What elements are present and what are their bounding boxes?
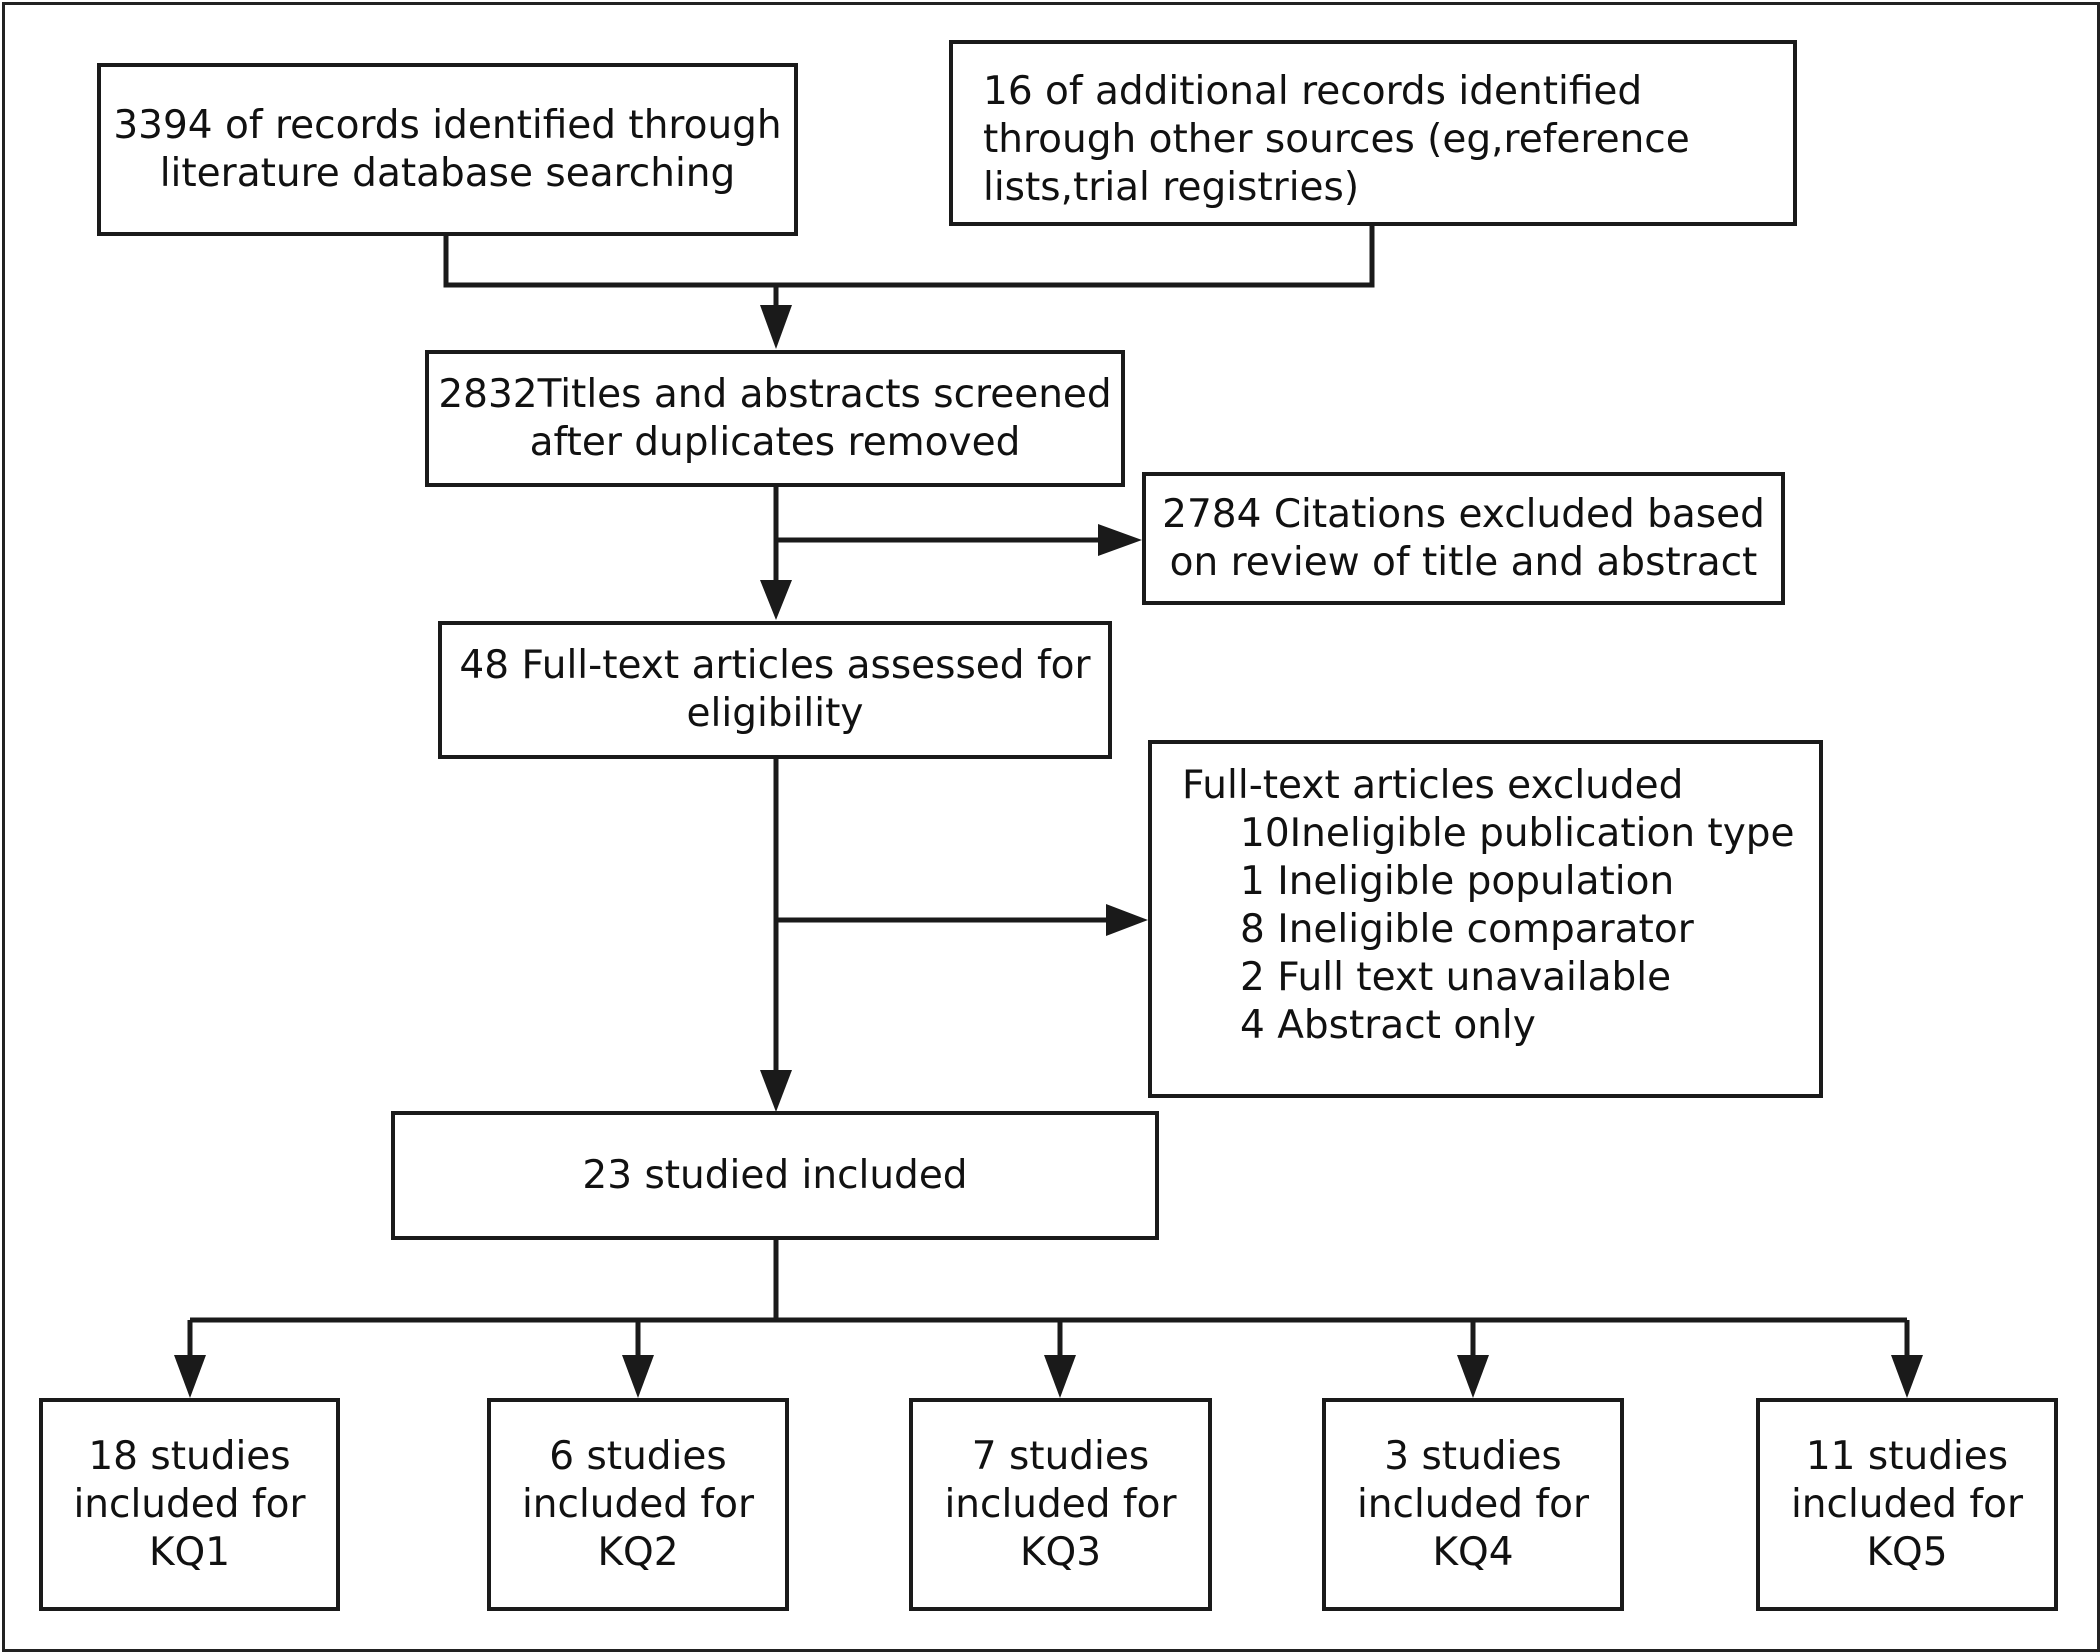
excluded-citations-box: 2784 Citations excluded based on review … <box>1142 472 1785 605</box>
box-line: 23 studied included <box>582 1152 968 1198</box>
box-line: 11 studies <box>1805 1433 2009 1479</box>
box-line: 6 studies <box>549 1433 727 1479</box>
screened-box: 2832Titles and abstracts screened after … <box>425 350 1125 487</box>
box-line: literature database searching <box>159 150 736 196</box>
box-line: 16 of additional records identified <box>983 69 1643 114</box>
exclusion-reason: 2 Full text unavailable <box>1240 955 1672 1000</box>
kq4-box: 3 studies included for KQ4 <box>1322 1398 1624 1611</box>
box-line: lists,trial registries) <box>983 165 1360 210</box>
fulltext-assessed-box: 48 Full-text articles assessed for eligi… <box>438 621 1112 759</box>
fulltext-excluded-heading: Full-text articles excluded <box>1182 763 1684 808</box>
box-line: 48 Full-text articles assessed for <box>459 643 1091 688</box>
arrowhead-fulltext <box>760 580 792 620</box>
arrowhead-kq4 <box>1457 1355 1489 1398</box>
box-line: on review of title and abstract <box>1169 539 1758 585</box>
kq5-box: 11 studies included for KQ5 <box>1756 1398 2058 1611</box>
exclusion-reason: 10Ineligible publication type <box>1240 811 1795 856</box>
box-line: 2784 Citations excluded based <box>1162 491 1765 537</box>
connector-other-to-merge <box>776 225 1375 288</box>
box-line: KQ3 <box>1019 1529 1102 1575</box>
box-line: 7 studies <box>971 1433 1150 1479</box>
arrowhead-screened <box>760 305 792 349</box>
box-line: KQ1 <box>148 1529 231 1575</box>
arrowhead-kq2 <box>622 1355 654 1398</box>
records-database-box: 3394 of records identified through liter… <box>97 63 798 236</box>
kq2-box: 6 studies included for KQ2 <box>487 1398 789 1611</box>
box-line: eligibility <box>686 691 864 736</box>
arrowhead-kq5 <box>1891 1355 1923 1398</box>
box-line: included for <box>521 1481 755 1527</box>
kq3-box: 7 studies included for KQ3 <box>909 1398 1212 1611</box>
exclusion-reason: 1 Ineligible population <box>1240 859 1675 904</box>
box-line: KQ5 <box>1866 1529 1948 1575</box>
arrowhead-kq3 <box>1044 1355 1076 1398</box>
box-line: after duplicates removed <box>529 419 1021 465</box>
box-line: through other sources (eg,reference <box>983 117 1690 162</box>
arrowhead-excluded-citations <box>1098 524 1142 556</box>
exclusion-reason: 8 Ineligible comparator <box>1240 907 1694 952</box>
included-box: 23 studied included <box>391 1111 1159 1240</box>
box-line: included for <box>1356 1481 1590 1527</box>
box-line: included for <box>73 1481 306 1527</box>
box-line: 3394 of records identified through <box>113 102 782 148</box>
kq1-box: 18 studies included for KQ1 <box>39 1398 340 1611</box>
box-line: 2832Titles and abstracts screened <box>438 371 1112 417</box>
box-line: KQ4 <box>1432 1529 1514 1575</box>
connector-database-to-merge <box>443 233 776 288</box>
box-line: 18 studies <box>88 1433 291 1479</box>
records-other-box: 16 of additional records identified thro… <box>949 40 1797 226</box>
box-line: included for <box>944 1481 1177 1527</box>
box-line: KQ2 <box>597 1529 679 1575</box>
arrowhead-included <box>760 1070 792 1112</box>
fulltext-excluded-box: Full-text articles excluded 10Ineligible… <box>1148 740 1823 1098</box>
arrowhead-kq1 <box>174 1355 206 1398</box>
arrowhead-fulltext-excluded <box>1106 904 1148 936</box>
box-line: 3 studies <box>1384 1433 1562 1479</box>
exclusion-reason: 4 Abstract only <box>1240 1003 1536 1048</box>
box-line: included for <box>1790 1481 2024 1527</box>
